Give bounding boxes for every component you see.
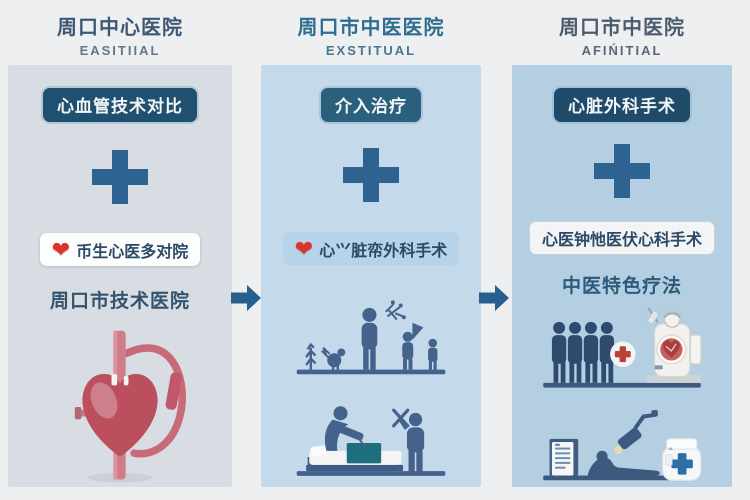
hospital-subtitle: AFIŃITIAL (581, 43, 663, 58)
panel-cardiac-surgery: 心脏外科手术 心医钟忚医伏心科手术 中医特色疗法 (512, 65, 732, 487)
plus-icon (343, 148, 399, 202)
red-heart-icon: ❤ (51, 236, 71, 262)
hospital-name: 周口市中医医院 (297, 17, 445, 39)
column-zhoukou-tcm-hospital: 周口市中医医院 EXSTITUAL 介入治疗 ❤ 心⺍脏帟外科手术 (261, 0, 481, 500)
column-zhoukou-tcm: 周口市中医院 AFIŃITIAL 心脏外科手术 心医钟忚医伏心科手术 中医特色疗… (512, 0, 732, 500)
badge-label: 心脏外科手术 (554, 88, 690, 122)
panel-caption: 周口市技术医院 (49, 290, 190, 312)
badge-label: 心血管技术对比 (43, 88, 197, 122)
heart-label-pill: ❤ 心⺍脏帟外科手术 (282, 232, 460, 265)
operating-table-pictogram (296, 406, 446, 476)
pill-text: 币生心医多对院 (76, 243, 189, 261)
right-arrow-icon (479, 285, 509, 311)
heart-catheter-illustration (74, 330, 186, 483)
pill-text: 心医钟忚医伏心科手术 (541, 232, 702, 250)
column-zhoukou-central-hospital: 周口中心医院 EASITIIAL 心血管技术对比 ❤ 币生心医多对院 周口市技术… (8, 0, 232, 500)
panel-interventional-therapy: 介入治疗 ❤ 心⺍脏帟外科手术 (261, 65, 481, 487)
plus-icon (594, 144, 650, 198)
medical-team-with-robot-pictogram (543, 307, 702, 388)
badge-label: 介入治疗 (321, 88, 421, 122)
plus-icon (92, 150, 148, 204)
heart-label-pill: ❤ 币生心医多对院 (39, 233, 201, 266)
hospital-subtitle: EXSTITUAL (325, 43, 417, 58)
pill-text: 心⺍脏帟外科手术 (319, 242, 448, 260)
robotic-arm-treatment-pictogram (543, 410, 702, 482)
hospital-name: 周口中心医院 (57, 17, 183, 39)
surgery-label-pill: 心医钟忚医伏心科手术 (528, 221, 715, 255)
red-heart-icon: ❤ (294, 235, 314, 261)
panel-caption: 中医特色疗法 (561, 275, 682, 297)
hospital-name: 周口市中医院 (559, 17, 685, 39)
right-arrow-icon (231, 285, 261, 311)
family-growth-pictogram (296, 300, 446, 375)
panel-cardio-comparison: 心血管技术对比 ❤ 币生心医多对院 周口市技术医院 (8, 65, 232, 487)
hospital-subtitle: EASITIIAL (79, 43, 161, 58)
